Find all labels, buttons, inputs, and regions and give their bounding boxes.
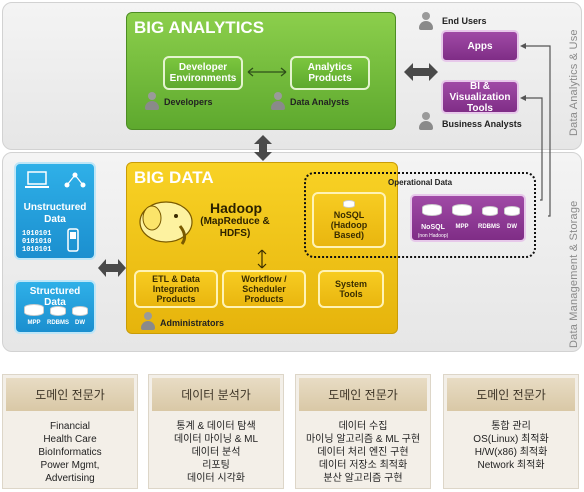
laptop-icon [25,171,49,188]
column-line: Financial [49,421,91,432]
analytics-products-box[interactable]: Analytics Products [290,56,370,90]
column-line: 마이닝 알고리즘 & ML 구현 [305,434,421,445]
network-icon [64,172,86,188]
big-analytics-title: BIG ANALYTICS [134,18,265,37]
column-line: 데이터 마이닝 & ML [173,434,259,445]
column-header: 도메인 전문가 [6,378,134,411]
op-dw-label: DW [507,224,517,230]
administrators-label: Administrators [160,318,225,328]
unstructured-data-label: Unstructured Data [23,202,87,225]
nosql-db-icon [422,204,442,216]
hadoop-tools-arrow [257,249,267,269]
end-users-person-icon [418,12,434,30]
unstructured-data-box[interactable]: Unstructured Data 1010101 0101010 101010… [14,162,96,260]
sources-data-arrow [98,259,126,277]
administrators-person-icon [140,312,156,330]
column-line: Power Mgmt, [40,460,100,471]
mobile-phone-icon [67,228,79,252]
column-line: 분산 알고리즘 구현 [323,473,403,484]
src-mpp-label: MPP [27,320,41,326]
column-line: Advertising [45,473,95,484]
column-line: 리포팅 [202,460,230,471]
column-line: 데이터 시각화 [187,473,245,484]
business-analysts-person-icon [418,112,434,130]
column-header: 도메인 전문가 [299,378,427,411]
structured-data-label: Structured Data [29,286,81,308]
src-mpp-db-icon [24,304,44,316]
src-rdbms-label: RDBMS [47,320,69,326]
database-icon [343,200,355,208]
column-line: BioInformatics [38,447,102,458]
end-users-label: End Users [442,16,487,26]
column-header: 도메인 전문가 [447,378,575,411]
src-dw-label: DW [75,320,85,326]
analytics-use-arrow [404,63,438,81]
op-nosql-label: NoSQL [421,224,445,231]
column-line: Network 최적화 [477,460,545,471]
dev-analytics-arrow [247,67,287,77]
data-analysts-person-icon [270,92,286,110]
etl-box[interactable]: ETL & Data Integration Products [134,270,218,308]
column-line: 통합 관리 [491,421,531,432]
column-line: OS(Linux) 최적화 [473,434,549,445]
operational-connector-lines [520,43,551,217]
side-label-analytics-use: Data Analytics & Use [568,29,580,136]
column-domain-expert-2: 도메인 전문가 데이터 수집 마이닝 알고리즘 & ML 구현 데이터 처리 엔… [295,374,431,489]
system-tools-box[interactable]: System Tools [318,270,384,308]
structured-data-box[interactable]: Structured Data MPP RDBMS DW [14,280,96,334]
op-mpp-label: MPP [455,224,469,230]
nosql-hadoop-box[interactable]: NoSQL (Hadoop Based) [312,192,386,248]
nosql-hadoop-label: NoSQL (Hadoop Based) [330,210,368,240]
hadoop-title: Hadoop [210,200,263,216]
column-line: 데이터 수집 [338,421,388,432]
side-label-data-management: Data Management & Storage [568,200,580,348]
column-domain-expert-1: 도메인 전문가 Financial Health Care BioInforma… [2,374,138,489]
column-line: 통계 & 데이터 탐색 [176,421,256,432]
column-line: Health Care [43,434,97,445]
developer-environments-box[interactable]: Developer Environments [163,56,243,90]
op-nosql-sub-label: (non Hadoop) [417,233,449,239]
column-header: 데이터 분석가 [152,378,280,411]
bi-tools-box[interactable]: BI & Visualization Tools [441,80,519,114]
operational-data-region [304,172,536,258]
src-rdbms-db-icon [50,306,66,316]
column-data-analyst: 데이터 분석가 통계 & 데이터 탐색 데이터 마이닝 & ML 데이터 분석 … [148,374,284,489]
data-analysts-label: Data Analysts [290,97,350,107]
hadoop-subtitle: (MapReduce & HDFS) [200,216,270,239]
src-dw-db-icon [72,306,88,316]
developers-person-icon [144,92,160,110]
column-line: 데이터 분석 [191,447,241,458]
hadoop-elephant-logo [136,196,198,246]
big-data-title: BIG DATA [134,168,214,187]
operational-stores-box: NoSQL (non Hadoop) MPP RDBMS DW [410,194,526,242]
apps-box[interactable]: Apps [441,30,519,62]
column-line: 데이터 저장소 최적화 [318,460,408,471]
rdbms-db-icon [482,206,498,216]
column-line: H/W(x86) 최적화 [474,447,548,458]
analytics-data-arrow [254,135,272,161]
mpp-db-icon [452,204,472,216]
dw-db-icon [504,206,520,216]
column-line: 데이터 처리 엔진 구현 [317,447,409,458]
operational-data-label: Operational Data [388,178,453,187]
workflow-box[interactable]: Workflow / Scheduler Products [222,270,306,308]
column-domain-expert-3: 도메인 전문가 통합 관리 OS(Linux) 최적화 H/W(x86) 최적화… [443,374,579,489]
business-analysts-label: Business Analysts [442,119,522,129]
binary-text: 1010101 0101010 1010101 [22,230,52,254]
developers-label: Developers [164,97,213,107]
op-rdbms-label: RDBMS [478,224,500,230]
